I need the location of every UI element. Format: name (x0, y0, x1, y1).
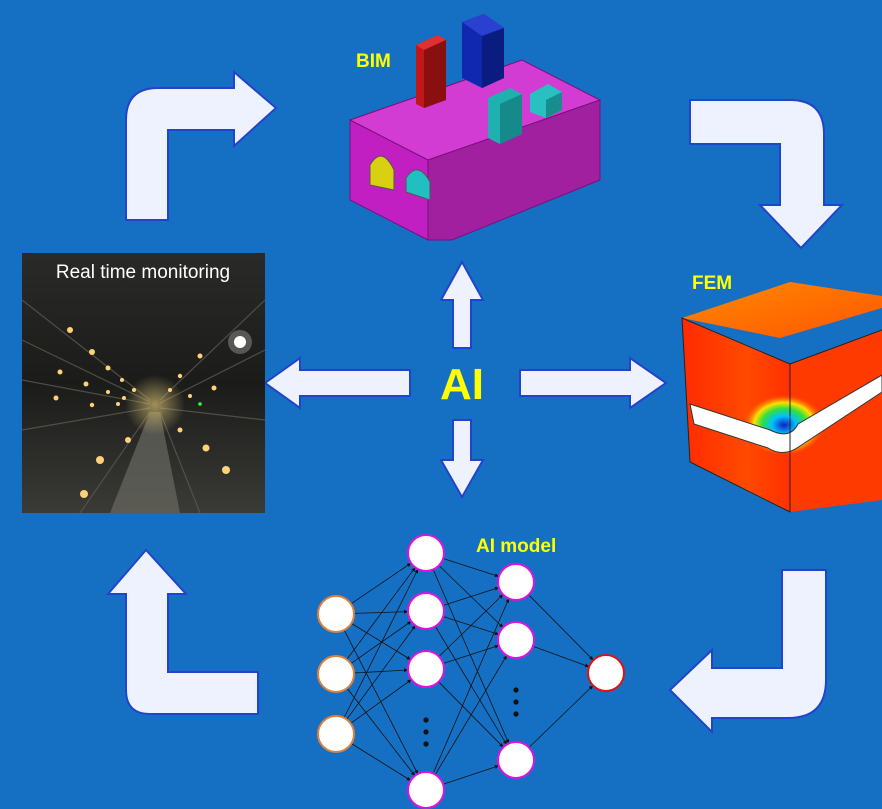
nn-hidden2-node (497, 563, 535, 601)
nn-connection (432, 598, 510, 774)
nn-connection (351, 743, 411, 781)
ai-arrow-up (439, 259, 485, 349)
ai-label: AI (440, 360, 484, 409)
nn-connection (353, 609, 409, 614)
nn-connection (350, 562, 412, 605)
cycle-arrow-ai-model-to-monitoring (105, 548, 259, 715)
tunnel-monitoring-photo (21, 253, 266, 514)
nn-hidden1-node (407, 771, 445, 809)
neural-network-diagram (317, 534, 625, 809)
fem-label: FEM (692, 273, 732, 294)
nn-connection (350, 679, 412, 724)
nn-hidden1-node (407, 592, 445, 630)
nn-input-node (317, 715, 355, 753)
ai-arrow-left (263, 356, 411, 410)
nn-connection (442, 765, 500, 785)
nn-connection (353, 668, 409, 674)
nn-hidden2-node (497, 741, 535, 779)
nn-input-node (317, 655, 355, 693)
nn-connection (443, 644, 499, 664)
bim-window-cyan (405, 169, 431, 201)
bim-building-model (348, 14, 602, 241)
nn-connection (346, 567, 416, 660)
monitoring-photo-caption: Real time monitoring (56, 262, 230, 283)
nn-input-node (317, 595, 355, 633)
nn-hidden1-ellipsis (423, 717, 429, 747)
nn-connection (443, 586, 499, 606)
nn-connection (350, 620, 412, 665)
nn-connection (443, 558, 499, 578)
nn-connection (528, 594, 594, 661)
bim-label: BIM (356, 51, 391, 72)
nn-connections (343, 558, 594, 785)
nn-hidden2-node (497, 621, 535, 659)
cycle-arrow-monitoring-to-bim (125, 69, 278, 221)
bim-window-yellow (369, 155, 395, 191)
fem-stress-model (681, 282, 882, 513)
cycle-arrow-bim-to-fem (689, 99, 845, 250)
nn-output-node (587, 654, 625, 692)
nn-connection (351, 623, 411, 660)
ai-model-label: AI model (476, 536, 556, 557)
nn-connection (343, 568, 419, 719)
nn-hidden1-node (407, 534, 445, 572)
ai-arrow-right (519, 356, 668, 410)
nn-connection (343, 629, 419, 775)
ai-arrow-down (439, 419, 485, 500)
nn-connection (432, 569, 510, 744)
nn-connection (438, 594, 504, 657)
nn-connection (532, 645, 590, 668)
cycle-arrow-fem-to-ai-model (668, 569, 827, 735)
nn-hidden2-ellipsis (513, 687, 519, 717)
fem-crack-slot (689, 374, 882, 453)
nn-connection (346, 625, 416, 720)
nn-hidden1-node (407, 650, 445, 688)
nn-connection (528, 685, 594, 748)
nn-connection (434, 655, 508, 775)
